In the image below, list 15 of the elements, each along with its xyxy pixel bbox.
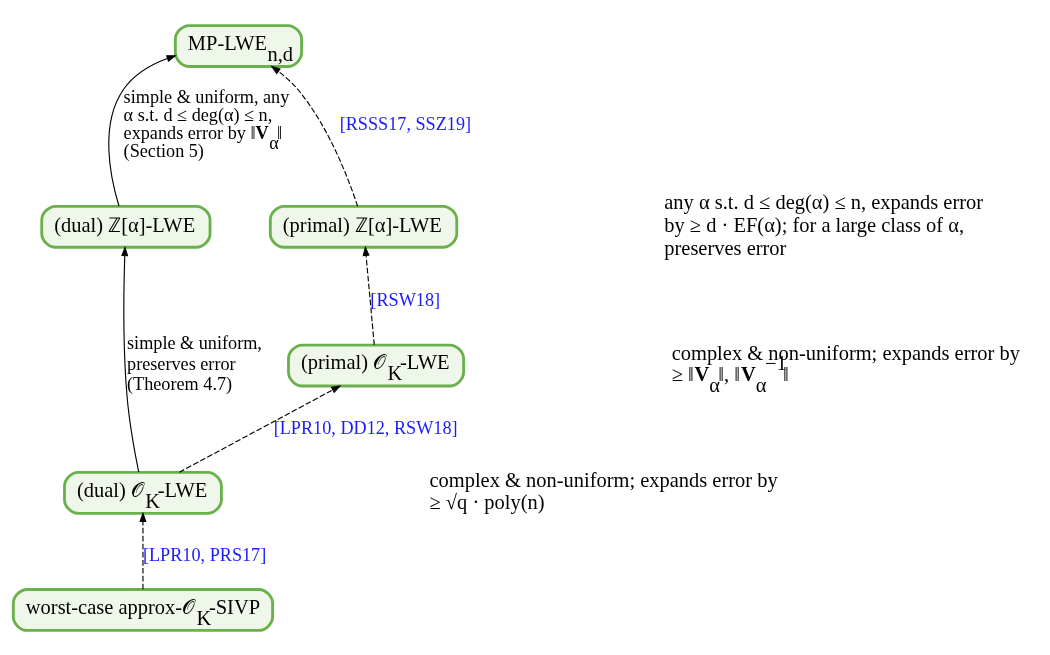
node-box: (dual) ℤ[α]-LWE (40, 204, 212, 249)
arrow (108, 54, 177, 207)
edge-label: simple & uniform, preserves error (Theorem 4.7) (127, 332, 262, 394)
arrow (270, 65, 359, 207)
label: complex & non-uniform; expands error by ≥ √q · poly(n) (429, 468, 778, 513)
edge-label: [LPR10, DD12, RSW18] (273, 417, 458, 438)
edge-label: [RSSS17, SSZ19] (339, 113, 472, 134)
arrow (362, 245, 375, 345)
label: any α s.t. d ≤ deg(α) ≤ n, expands error by ≥ d · EF(α); for a large class of α, preserves error (664, 190, 984, 259)
edge-label: [LPR10, PRS17] (142, 544, 267, 565)
node-box: (primal) ℤ[α]-LWE (268, 204, 459, 249)
edge-label: [RSW18] (370, 289, 441, 310)
arrow (121, 245, 140, 473)
arrow (139, 511, 147, 590)
arrow (178, 384, 342, 473)
